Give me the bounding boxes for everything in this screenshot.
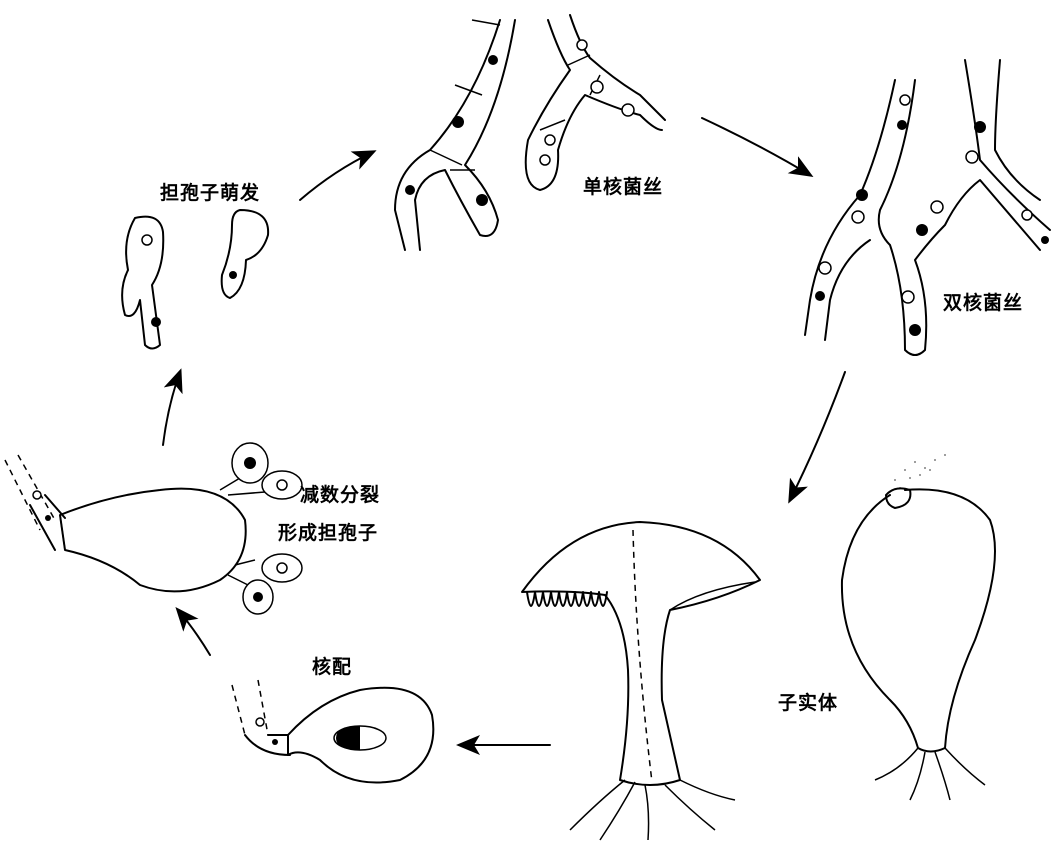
karyogamy-cell — [231, 679, 435, 784]
cycle-arrows — [162, 117, 846, 755]
label-karyogamy: 核配 — [312, 656, 353, 678]
mushroom-fruiting-body — [521, 521, 761, 841]
label-meiosis: 减数分裂 — [300, 484, 381, 506]
basidium-with-spores — [4, 442, 303, 615]
label-fruiting-body: 子实体 — [778, 692, 839, 714]
label-basidiospore-formation: 形成担孢子 — [278, 522, 379, 544]
label-spore-germination: 担孢子萌发 — [160, 182, 261, 204]
arrow-germination-to-monokaryon — [299, 150, 377, 201]
arrow-meiosis-to-germination — [162, 368, 183, 446]
dikaryotic-hyphae — [804, 59, 1051, 356]
arrow-dikaryon-to-fruitbody — [788, 371, 846, 504]
germinating-basidiospores — [121, 209, 270, 350]
arrow-monokaryon-to-dikaryon — [701, 117, 814, 178]
arrow-karyogamy-to-meiosis — [175, 606, 211, 656]
label-dikaryotic-hyphae: 双核菌丝 — [943, 292, 1024, 314]
label-monokaryotic-hyphae: 单核菌丝 — [583, 176, 664, 198]
monokaryotic-hyphae — [394, 14, 666, 251]
young-fruiting-body — [840, 454, 996, 801]
